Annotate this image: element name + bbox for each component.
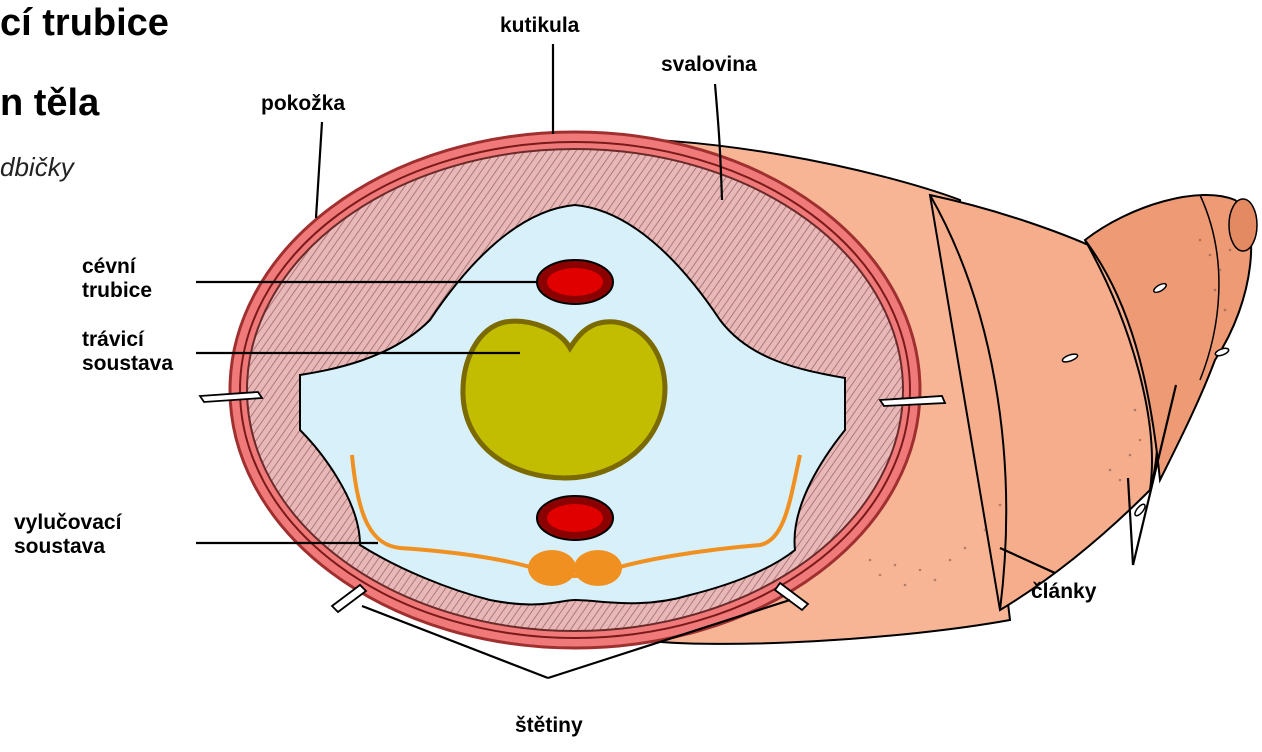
dorsal-blood-vessel	[537, 260, 613, 304]
body-tip	[1229, 199, 1257, 251]
label-vylucovaci-soustava: vylučovací soustava	[14, 511, 121, 559]
label-vylucovaci-line-1: vylučovací	[14, 511, 121, 535]
label-kutikula: kutikula	[500, 14, 579, 38]
label-stetiny: štětiny	[515, 714, 583, 738]
label-pokozka: pokožka	[261, 92, 345, 116]
label-svalovina: svalovina	[661, 53, 757, 77]
ventral-blood-vessel	[537, 496, 613, 540]
nerve-ganglion-left	[528, 550, 576, 586]
label-cevni-line-2: trubice	[82, 279, 152, 303]
label-travici-soustava: trávicí soustava	[82, 328, 173, 376]
label-vylucovaci-line-2: soustava	[14, 535, 121, 559]
label-cevni-trubice: cévní trubice	[82, 255, 152, 303]
bristle-bottom-left	[332, 585, 366, 612]
digestive-tract	[463, 321, 665, 478]
label-cevni-line-1: cévní	[82, 255, 152, 279]
label-clanky: články	[1031, 580, 1096, 604]
label-travici-line-2: soustava	[82, 352, 173, 376]
leader-pokozka	[316, 122, 322, 218]
nerve-ganglion-right	[574, 550, 622, 586]
label-travici-line-1: trávicí	[82, 328, 173, 352]
